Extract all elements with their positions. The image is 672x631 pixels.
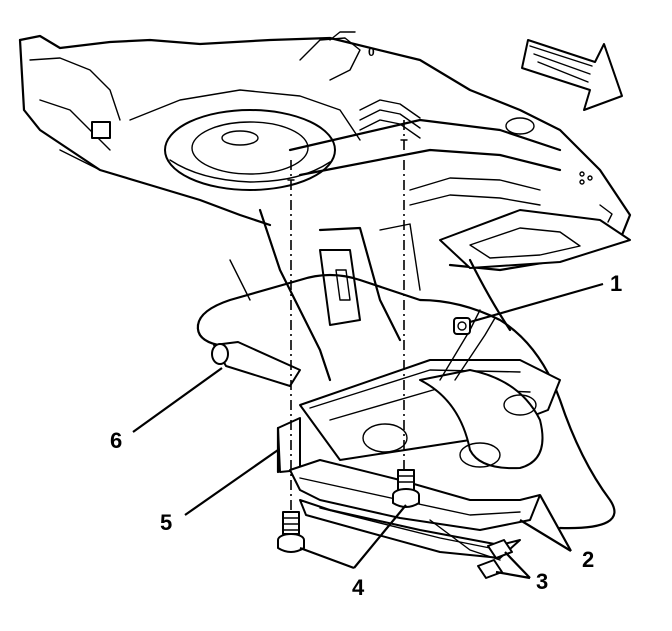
alignment-lines: [287, 120, 408, 512]
callout-4: 4: [352, 575, 365, 600]
callout-5: 5: [160, 510, 172, 535]
callout-2: 2: [582, 547, 594, 572]
underbody-floor-pan: 0: [18, 31, 632, 382]
fuel-line: [196, 258, 616, 530]
callout-1: 1: [610, 271, 622, 296]
bolt-left: [277, 511, 305, 553]
leader-lines: [132, 282, 604, 580]
callout-6: 6: [110, 428, 122, 453]
callout-3: 3: [536, 569, 548, 594]
evap-canister-assembly: [299, 309, 561, 470]
bolt-center: [392, 469, 420, 508]
front-direction-arrow-icon: [521, 39, 623, 111]
svg-text:0: 0: [368, 45, 375, 59]
